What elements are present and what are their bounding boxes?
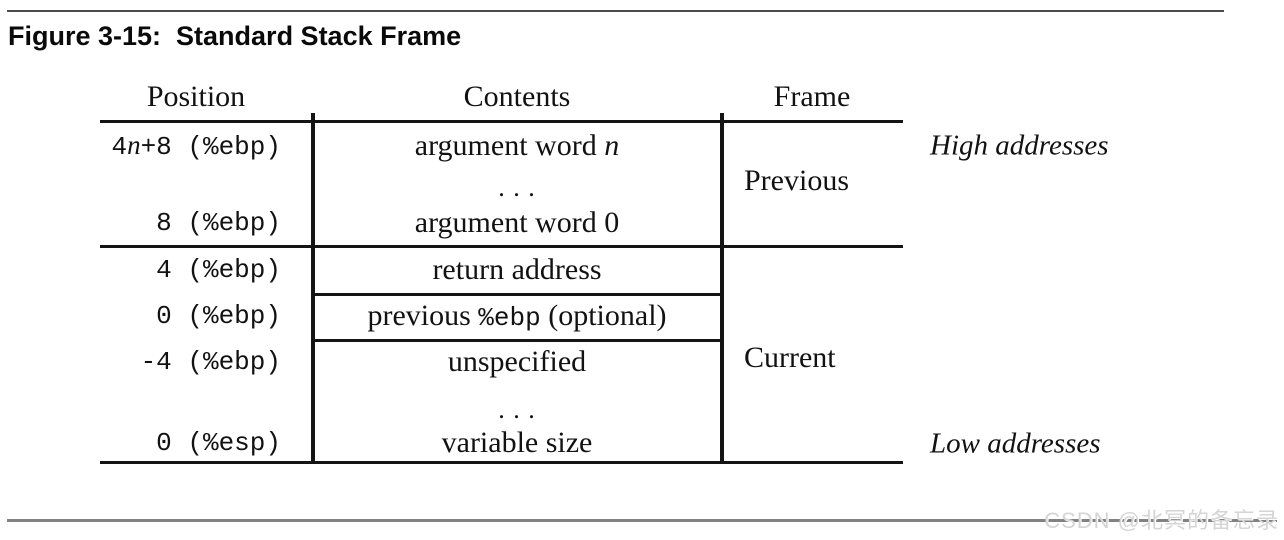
contents-ellipsis-lower: . . . [498,395,536,424]
contents-arg-word-0: argument word 0 [414,206,620,239]
position-arg-word-n-num: 4 [111,132,128,162]
contents-unspecified: unspecified [447,345,587,378]
annotation-low-addresses: Low addresses [930,427,1101,460]
position-previous-ebp: 0 (%ebp) [156,301,281,331]
csdn-watermark: CSDN @北冥的备忘录 [1044,508,1279,533]
position-arg-word-0: 8 (%ebp) [156,208,281,238]
position-arg-word-n-var: n [127,130,141,160]
column-header-contents: Contents [463,80,571,113]
figure-title: Figure 3-15: Standard Stack Frame [8,21,462,51]
position-unspecified: -4 (%ebp) [140,347,281,377]
column-header-position: Position [146,80,246,113]
contents-arg-word-n-var: n [604,129,620,162]
table-bottom-line [100,461,903,464]
contents-divider-return-address [313,293,721,296]
frame-divider-line [100,245,903,248]
annotation-high-addresses: High addresses [930,129,1109,162]
frame-label-previous: Previous [744,164,849,197]
contents-divider-previous-ebp [313,339,721,342]
frame-label-current: Current [744,341,836,374]
top-page-rule [7,10,1224,12]
column-header-frame: Frame [773,80,851,113]
contents-arg-word-n: argument word n [313,129,721,163]
contents-previous-ebp-post: (optional) [540,299,667,332]
contents-arg-word-n-main: argument word [414,129,605,162]
contents-return-address: return address [432,253,602,286]
contents-previous-ebp: previous %ebp (optional) [313,299,721,333]
position-arg-word-n: 4n+8 (%ebp) [100,130,281,162]
position-variable-size: 0 (%esp) [156,428,281,458]
contents-ellipsis-upper: . . . [498,173,536,202]
position-arg-word-n-rest: +8 (%ebp) [140,132,281,162]
contents-variable-size: variable size [441,426,593,459]
position-return-address: 4 (%ebp) [156,255,281,285]
contents-previous-ebp-register: %ebp [478,303,541,333]
vertical-line-contents-frame [720,113,724,464]
bottom-page-rule [7,519,1277,522]
vertical-line-position-contents [311,113,315,464]
contents-previous-ebp-pre: previous [367,299,479,332]
header-underline [100,120,903,123]
